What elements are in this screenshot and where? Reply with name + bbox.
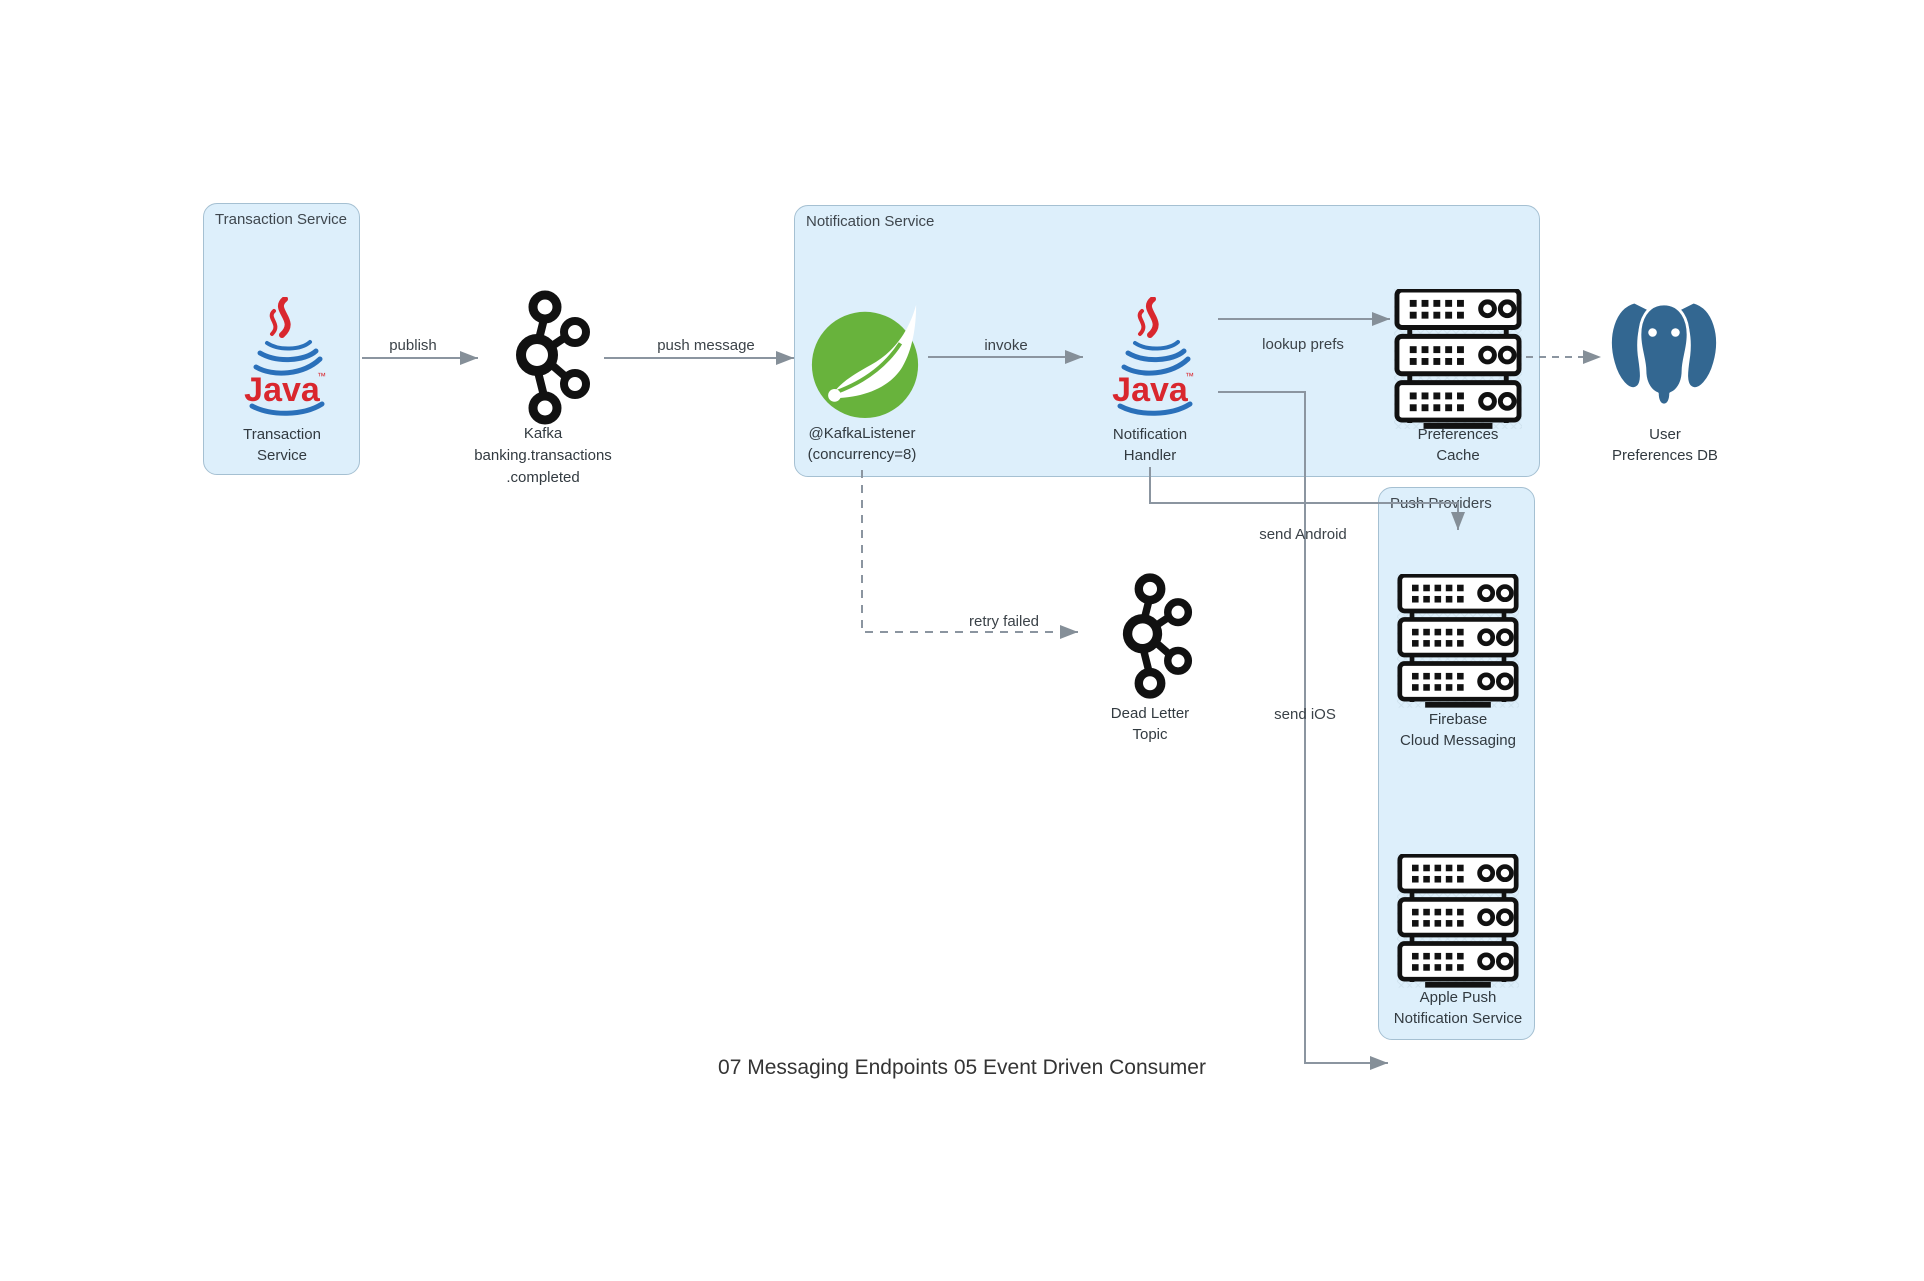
dead-letter-topic-node-label: Dead Letter Topic [1070, 703, 1230, 745]
label-line: (concurrency=8) [807, 446, 917, 463]
server-stack-icon [1394, 287, 1522, 434]
svg-text:™: ™ [1185, 371, 1194, 381]
notification-handler-node-label: Notification Handler [1070, 424, 1230, 466]
label-line: Cache [1436, 447, 1480, 464]
group-notification-service-label: Notification Service [806, 213, 935, 230]
edge-label-lookup-prefs: lookup prefs [1262, 336, 1344, 353]
edge-label-send-ios: send iOS [1274, 706, 1336, 723]
svg-text:Java: Java [1112, 371, 1189, 409]
apns-node-label: Apple Push Notification Service [1370, 987, 1546, 1029]
label-line: @KafkaListener [808, 425, 916, 442]
label-line: Preferences [1417, 426, 1499, 443]
diagram-title: 07 Messaging Endpoints 05 Event Driven C… [718, 1056, 1206, 1079]
server-stack-icon [1397, 572, 1519, 713]
label-line: Firebase [1428, 711, 1488, 728]
kafka-icon [1107, 572, 1193, 706]
label-line: Service [256, 447, 308, 464]
edge-label-retry-failed: retry failed [968, 613, 1040, 630]
edge-send-ios [1218, 391, 1388, 1070]
firebase-node-label: Firebase Cloud Messaging [1378, 709, 1538, 751]
label-line: Notification Service [1393, 1010, 1523, 1027]
java-icon: Java ™ [1105, 296, 1195, 424]
label-line: Cloud Messaging [1400, 732, 1516, 749]
java-icon: Java ™ [237, 296, 327, 424]
label-line: Apple Push [1419, 989, 1497, 1006]
label-line: Topic [1132, 726, 1168, 743]
group-transaction-service-label: Transaction Service [215, 211, 347, 228]
edge-label-invoke: invoke [984, 337, 1028, 354]
preferences-cache-node-label: Preferences Cache [1378, 424, 1538, 466]
label-line: .completed [506, 469, 580, 486]
server-stack-icon [1397, 852, 1519, 993]
kafka-icon [499, 289, 591, 432]
edge-label-push-message: push message [657, 337, 755, 354]
svg-text:™: ™ [317, 371, 326, 381]
kafka-topic-node-label: Kafka banking.transactions .completed [443, 423, 643, 489]
edge-label-publish: publish [389, 337, 437, 354]
label-line: Kafka [523, 425, 563, 442]
edge-label-send-android: send Android [1259, 526, 1347, 543]
user-preferences-db-node-label: User Preferences DB [1585, 424, 1745, 466]
kafka-listener-node-label: @KafkaListener (concurrency=8) [782, 423, 942, 465]
label-line: Notification [1112, 426, 1188, 443]
label-line: Dead Letter [1110, 705, 1190, 722]
label-line: Transaction [243, 426, 321, 443]
label-line: Preferences DB [1612, 447, 1718, 464]
transaction-service-node-label: Transaction Service [202, 424, 362, 466]
edge-retry-failed [861, 470, 1078, 639]
postgresql-icon [1602, 290, 1726, 422]
label-line: Handler [1123, 447, 1177, 464]
svg-text:Java: Java [244, 371, 321, 409]
label-line: User [1649, 426, 1681, 443]
group-transaction-service: Transaction Service [203, 203, 360, 475]
spring-icon [806, 300, 924, 423]
label-line: banking.transactions [474, 447, 612, 464]
